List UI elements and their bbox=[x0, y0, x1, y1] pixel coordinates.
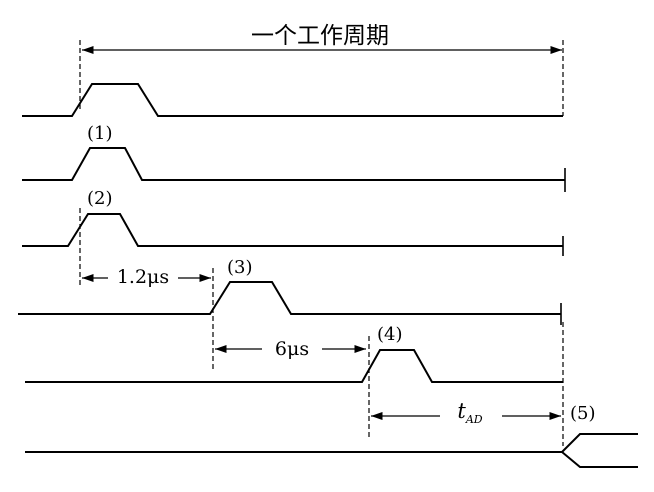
waveform-5-lower bbox=[561, 451, 638, 468]
pulse-label-2: (2) bbox=[87, 188, 113, 209]
waveform-2 bbox=[22, 213, 563, 247]
waveform-main bbox=[22, 83, 563, 117]
interval-label-1-2us: 1.2μs bbox=[117, 266, 169, 288]
interval-label-tad: tAD bbox=[457, 399, 482, 426]
interval-label-6us: 6μs bbox=[275, 338, 309, 360]
waveform-1 bbox=[22, 147, 565, 181]
waveform-4 bbox=[25, 349, 563, 383]
pulse-label-4: (4) bbox=[377, 324, 403, 345]
interval-label-tad-main: t bbox=[457, 399, 466, 423]
pulse-label-1: (1) bbox=[87, 123, 113, 144]
interval-label-tad-sub: AD bbox=[465, 413, 483, 426]
work-period-title: 一个工作周期 bbox=[251, 23, 389, 49]
waveform-5-upper bbox=[561, 433, 638, 453]
pulse-label-5: (5) bbox=[570, 403, 596, 424]
pulse-label-3: (3) bbox=[227, 257, 253, 278]
waveform-3 bbox=[18, 281, 561, 315]
